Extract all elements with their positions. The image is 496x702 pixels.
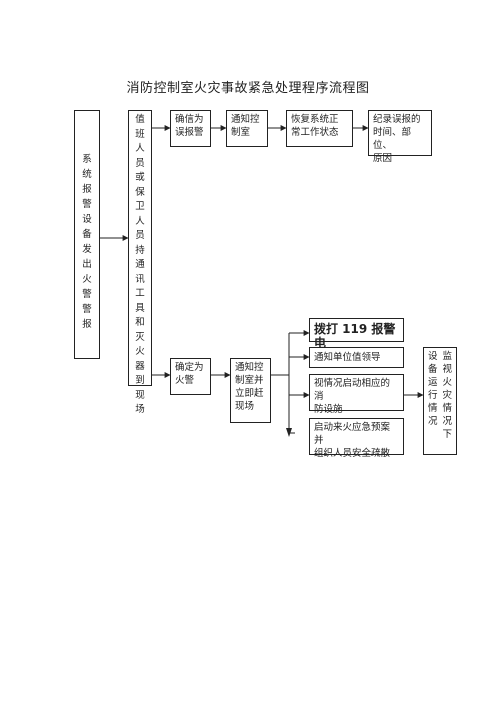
vertical-char: 卫 [135, 201, 145, 212]
vertical-char: 人 [135, 215, 145, 227]
notify-control-2-line2: 制室并 [235, 375, 264, 386]
vertical-char: 通 [135, 259, 145, 270]
confirm-fire-box: 确定为 火警 [170, 358, 211, 395]
monitor-box: 设监备视运火行灾情情况况下 [423, 347, 457, 455]
vertical-char: 器 [135, 360, 145, 372]
vertical-char: 统 [82, 169, 92, 180]
monitor-char: 火 [442, 377, 452, 388]
vertical-char: 保 [135, 186, 145, 198]
vertical-char: 警 [82, 199, 92, 210]
vertical-char: 员 [135, 157, 145, 169]
notify-control-2-line3: 立即赶 [235, 388, 264, 399]
dial-119-text: 拨打 119 报警电 [314, 322, 396, 350]
monitor-char: 况 [427, 416, 438, 427]
vertical-char: 讯 [135, 273, 145, 285]
monitor-char: 情 [442, 403, 452, 414]
false-alarm-box: 确信为 误报警 [170, 110, 211, 147]
notify-control-2-line4: 现场 [235, 401, 255, 412]
start-facilities-box: 视情况启动相应的消 防设施 [309, 374, 404, 415]
notify-control-line2: 制室 [231, 127, 251, 138]
vertical-char: 值 [135, 114, 145, 125]
monitor-char: 情 [427, 403, 438, 414]
vertical-char: 火 [135, 346, 145, 357]
monitor-char: 运 [427, 377, 438, 388]
false-alarm-line2: 误报警 [175, 127, 204, 138]
vertical-char: 班 [135, 128, 145, 140]
confirm-fire-line2: 火警 [175, 375, 195, 386]
false-alarm-line1: 确信为 [175, 114, 204, 125]
monitor-char: 视 [442, 364, 452, 375]
start-plan-line2: 组织人员安全疏散 [314, 448, 391, 459]
restore-system-line2: 常工作状态 [291, 127, 339, 138]
record-false-line1: 纪录误报的 [373, 114, 421, 125]
monitor-char: 监 [442, 351, 452, 362]
vertical-char: 和 [135, 317, 145, 328]
start-facilities-line2: 防设施 [314, 404, 343, 415]
vertical-char: 备 [82, 229, 92, 240]
notify-leader-text: 通知单位值领导 [314, 352, 381, 363]
vertical-char: 场 [135, 404, 145, 415]
vertical-char: 报 [82, 184, 92, 195]
vertical-char: 到 [135, 375, 145, 386]
notify-control-2-box: 通知控 制室并 立即赶 现场 [230, 358, 271, 423]
notify-leader-box: 通知单位值领导 [309, 347, 404, 368]
vertical-char: 设 [82, 214, 92, 225]
notify-control-line1: 通知控 [231, 114, 260, 125]
vertical-char: 具 [135, 302, 145, 314]
vertical-char: 系 [82, 154, 92, 165]
on-duty-text: 值班人员或保卫人员持通讯工具和灭火器到现场 [129, 113, 151, 418]
page-title: 消防控制室火灾事故紧急处理程序流程图 [126, 81, 370, 96]
vertical-char: 人 [135, 143, 145, 154]
start-facilities-line1: 视情况启动相应的消 [314, 378, 391, 402]
monitor-char: 灾 [442, 390, 452, 401]
vertical-char: 警 [82, 304, 92, 315]
vertical-char: 灭 [135, 331, 145, 343]
vertical-char: 火 [82, 274, 92, 285]
monitor-char: 行 [427, 390, 438, 401]
vertical-char: 出 [82, 259, 92, 270]
monitor-char: 备 [427, 364, 438, 375]
notify-control-box: 通知控 制室 [226, 110, 268, 147]
start-plan-line1: 启动来火应急预案并 [314, 422, 391, 446]
monitor-text: 设监备视运火行灾情情况况下 [426, 350, 454, 441]
monitor-char: 设 [427, 351, 438, 362]
record-false-line3: 原因 [373, 153, 393, 164]
vertical-char: 发 [82, 244, 92, 255]
notify-control-2-line1: 通知控 [235, 362, 264, 373]
vertical-char: 警 [82, 289, 92, 300]
record-false-line2: 时间、部位、 [373, 127, 412, 151]
record-false-box: 纪录误报的 时间、部位、 原因 [368, 110, 432, 164]
monitor-char [426, 428, 440, 441]
monitor-char: 下 [442, 429, 452, 440]
confirm-fire-line1: 确定为 [175, 362, 204, 373]
restore-system-line1: 恢复系统正 [291, 114, 339, 125]
monitor-char: 况 [442, 416, 452, 427]
on-duty-box: 值班人员或保卫人员持通讯工具和灭火器到现场 [128, 110, 152, 415]
vertical-char: 现 [135, 389, 145, 401]
system-alarm-box: 系统报警设备发出火警警报 [74, 110, 100, 359]
vertical-char: 工 [135, 288, 145, 299]
system-alarm-text: 系统报警设备发出火警警报 [75, 152, 99, 332]
restore-system-box: 恢复系统正 常工作状态 [286, 110, 353, 147]
vertical-char: 员 [135, 230, 145, 241]
vertical-char: 或 [135, 172, 145, 183]
dial-119-box: 拨打 119 报警电 [309, 318, 404, 350]
start-plan-box: 启动来火应急预案并 组织人员安全疏散 [309, 418, 404, 459]
vertical-char: 报 [82, 319, 92, 330]
vertical-char: 持 [135, 244, 145, 256]
